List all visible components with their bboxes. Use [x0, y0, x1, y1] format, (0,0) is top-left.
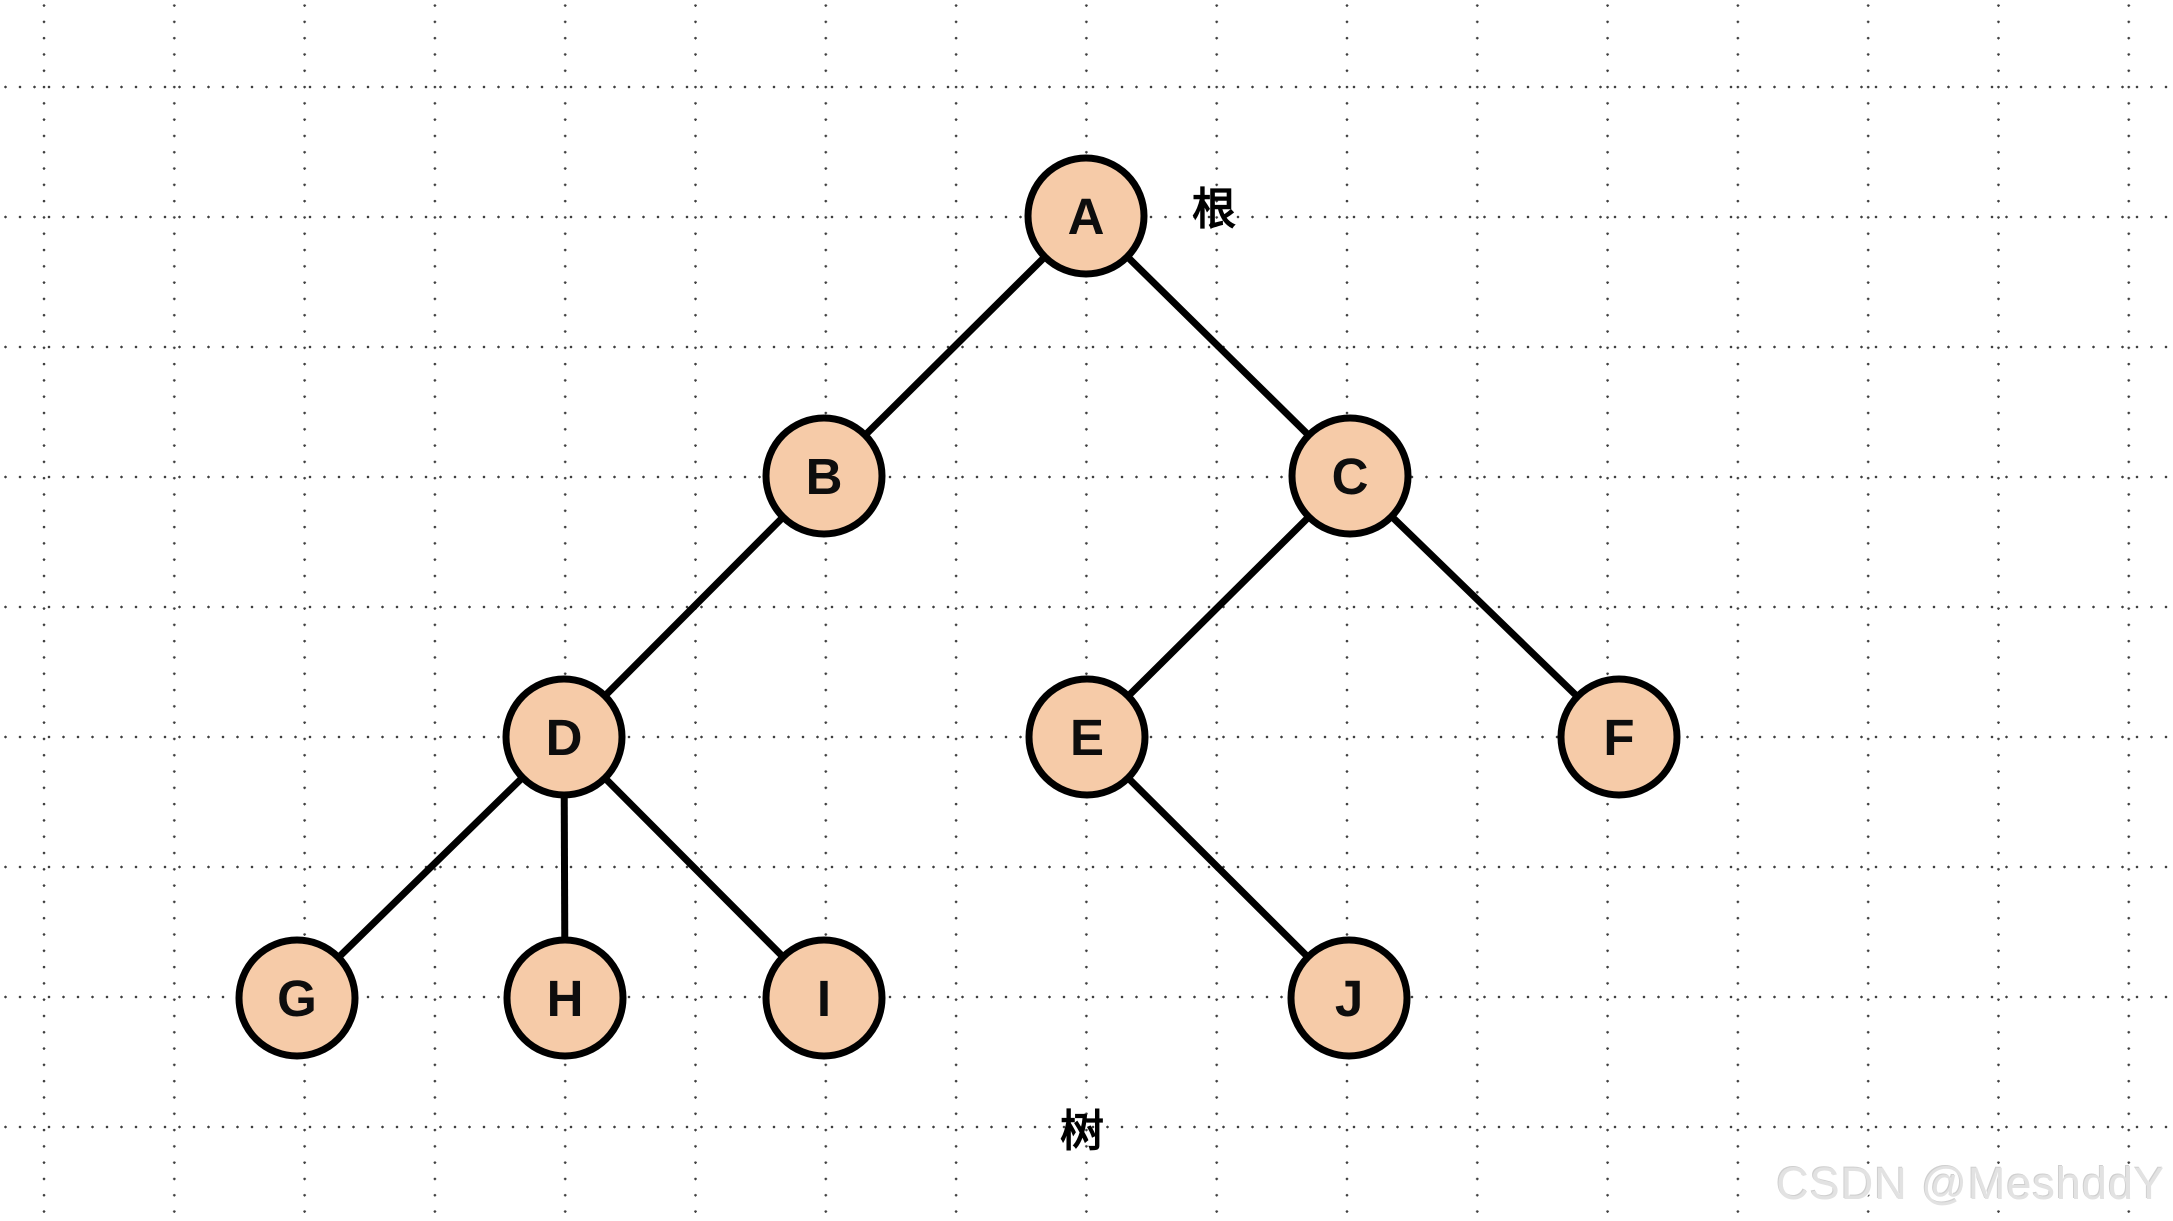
- node-circle: [1287, 936, 1411, 1060]
- tree-node-b: B: [762, 414, 886, 538]
- root-annotation-label: 根: [1192, 185, 1236, 234]
- tree-nodes: A B C D E F G: [235, 154, 1681, 1060]
- node-circle: [1288, 414, 1412, 538]
- tree-node-h: H: [503, 936, 627, 1060]
- tree-node-e: E: [1025, 675, 1149, 799]
- edge-e-j: [1084, 734, 1352, 1001]
- node-circle: [1024, 154, 1148, 278]
- node-circle: [1557, 675, 1681, 799]
- node-circle: [503, 936, 627, 1060]
- node-label: J: [1335, 970, 1363, 1027]
- edge-c-f: [1347, 473, 1622, 740]
- node-label: A: [1068, 188, 1105, 245]
- edge-a-b: [821, 213, 1089, 479]
- tree-node-g: G: [235, 936, 359, 1060]
- node-circle: [762, 414, 886, 538]
- node-label: F: [1603, 709, 1634, 766]
- node-label: D: [546, 709, 583, 766]
- tree-node-c: C: [1288, 414, 1412, 538]
- tree-node-i: I: [762, 936, 886, 1060]
- node-circle: [1025, 675, 1149, 799]
- node-circle: [502, 675, 626, 799]
- node-label: G: [277, 970, 317, 1027]
- tree-node-j: J: [1287, 936, 1411, 1060]
- node-label: H: [547, 970, 584, 1027]
- node-label: C: [1332, 448, 1369, 505]
- tree-node-f: F: [1557, 675, 1681, 799]
- edge-c-e: [1084, 473, 1353, 740]
- csdn-watermark: CSDN @MeshddY: [1776, 1158, 2165, 1209]
- edge-d-g: [294, 734, 567, 1001]
- tree-caption-label: 树: [1060, 1107, 1104, 1156]
- node-label: B: [806, 448, 843, 505]
- tree-edges: [294, 213, 1622, 1001]
- tree-node-d: D: [502, 675, 626, 799]
- edge-a-c: [1083, 213, 1353, 479]
- node-label: E: [1070, 709, 1104, 766]
- node-label: I: [817, 970, 831, 1027]
- node-circle: [235, 936, 359, 1060]
- node-circle: [762, 936, 886, 1060]
- tree-node-a: A: [1024, 154, 1148, 278]
